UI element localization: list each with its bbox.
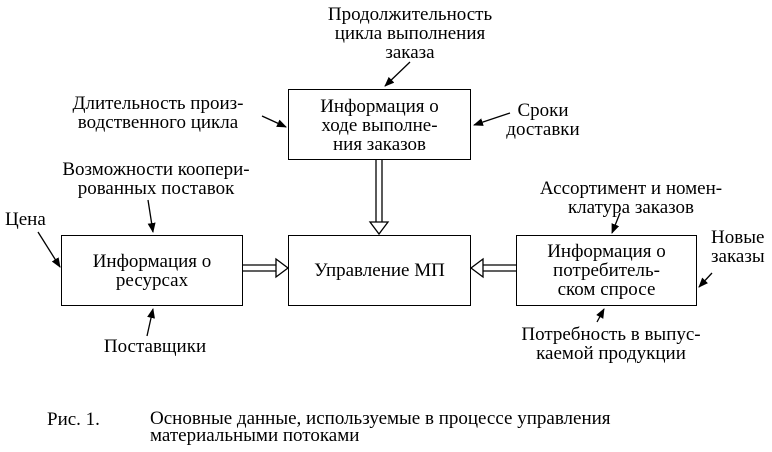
order-info-text: Информация о ходе выполне- ния заказов <box>320 96 439 155</box>
suppliers-label: Поставщики <box>103 336 207 357</box>
arrow-assortment <box>611 212 621 234</box>
arrow-product-need <box>596 308 605 323</box>
new-orders-label: Новые заказы <box>711 227 765 267</box>
arrow-cycle-duration <box>384 61 411 87</box>
arrow-new-orders <box>698 272 713 288</box>
double-arrow-order-to-control <box>368 160 390 236</box>
order-info-box <box>288 89 471 160</box>
arrow-suppliers <box>146 308 155 337</box>
cycle-duration-label: Продолжительность цикла выполнения заказ… <box>327 4 493 63</box>
double-arrow-resources-to-control <box>243 257 290 279</box>
figure-caption: Основные данные, используемые в процессе… <box>150 408 611 446</box>
mp-control-box <box>288 235 471 306</box>
resources-info-text: Информация о ресурсах <box>92 251 212 291</box>
demand-info-text: Информация о потребитель- ском спросе <box>547 241 666 300</box>
assortment-label: Ассортимент и номен- клатура заказов <box>539 178 723 218</box>
cooperative-supply-label: Возможности коопери- рованных поставок <box>62 159 250 199</box>
price-label: Цена <box>5 209 46 230</box>
arrow-cooperative-supply <box>147 199 156 233</box>
production-cycle-label: Длительность произ- водственного цикла <box>72 93 244 133</box>
mp-control-text: Управление МП <box>314 260 445 281</box>
product-need-label: Потребность в выпус- каемой продукции <box>521 324 701 364</box>
demand-info-box <box>516 235 697 306</box>
delivery-terms-label: Сроки доставки <box>506 100 580 140</box>
arrow-delivery-terms <box>473 112 511 126</box>
double-arrow-demand-to-control <box>469 257 516 279</box>
resources-info-box <box>61 235 243 306</box>
figure-number: Рис. 1. <box>47 409 100 430</box>
arrow-production-cycle <box>261 115 287 128</box>
arrow-price <box>37 231 61 268</box>
